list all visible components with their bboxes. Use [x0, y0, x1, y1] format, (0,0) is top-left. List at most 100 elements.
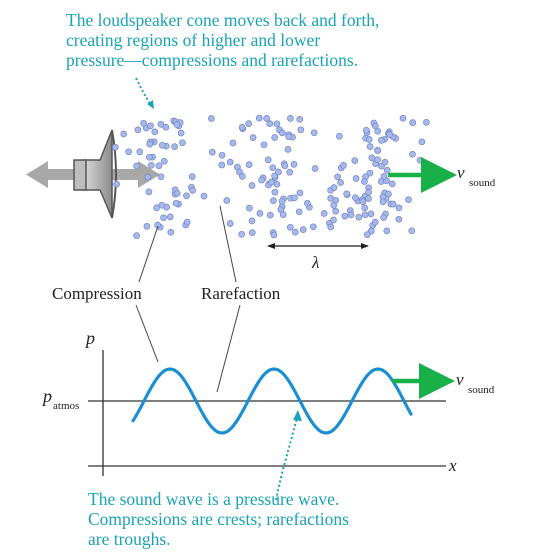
air-molecule [365, 195, 372, 202]
air-molecule [167, 228, 175, 236]
air-molecule [226, 158, 234, 166]
velocity-subscript-graph: sound [468, 384, 495, 396]
air-molecule [366, 169, 374, 177]
air-molecule [143, 223, 151, 230]
air-molecule [173, 189, 181, 197]
air-molecule [147, 122, 154, 130]
air-molecule [278, 197, 286, 205]
air-molecules [111, 114, 430, 239]
air-molecule [286, 168, 294, 176]
air-molecule [271, 188, 279, 196]
air-molecule [273, 120, 281, 128]
air-molecule [334, 173, 341, 181]
atmospheric-pressure-symbol: p [41, 386, 52, 406]
air-molecule [260, 141, 268, 149]
air-molecule [361, 178, 368, 185]
air-molecule [352, 175, 360, 182]
air-molecule [113, 180, 120, 188]
air-molecule [379, 198, 387, 206]
air-molecule [366, 143, 374, 150]
air-molecule [365, 136, 373, 143]
air-molecule [285, 133, 293, 141]
air-molecule [160, 157, 168, 165]
air-molecule [297, 126, 305, 134]
air-molecule [367, 210, 375, 218]
air-molecule [158, 201, 166, 209]
wavelength-symbol: λ [311, 253, 319, 272]
air-molecule [399, 114, 407, 122]
air-molecule [371, 218, 379, 226]
air-molecule [255, 114, 263, 122]
pressure-axis-label: p [84, 328, 95, 348]
air-molecule [279, 211, 287, 218]
air-molecule [368, 154, 376, 162]
air-molecule [172, 199, 180, 207]
air-molecule [383, 166, 391, 174]
air-molecule [330, 202, 338, 209]
top-caption-pointer-head [147, 100, 154, 109]
air-molecule [291, 194, 298, 202]
air-molecule [162, 123, 170, 131]
air-molecule [248, 182, 256, 189]
bottom-caption-line-3: are troughs. [88, 529, 171, 549]
velocity-subscript-top: sound [469, 177, 496, 189]
air-molecule [295, 208, 303, 216]
air-molecule [183, 218, 191, 226]
air-molecule [365, 188, 372, 196]
air-molecule [378, 137, 385, 144]
air-molecule [374, 156, 381, 164]
air-molecule [389, 200, 397, 208]
bottom-caption-pointer [275, 417, 298, 501]
air-molecule [270, 197, 277, 204]
bottom-caption-pointer-head [293, 410, 302, 421]
compression-label: Compression [52, 284, 142, 303]
air-molecule [246, 204, 253, 212]
air-molecule [266, 120, 274, 127]
air-molecule [226, 220, 234, 227]
air-molecule [405, 196, 412, 203]
air-molecule [278, 129, 286, 137]
air-molecule [223, 197, 231, 204]
rarefaction-label: Rarefaction [201, 284, 281, 303]
air-molecule [408, 227, 416, 235]
velocity-symbol-graph: v [456, 370, 464, 389]
air-molecule [290, 161, 298, 168]
air-molecule [359, 198, 367, 205]
top-caption-line-3: pressure—compressions and rarefactions. [66, 50, 359, 70]
air-molecule [158, 141, 166, 149]
air-molecule [266, 211, 274, 219]
air-molecule [395, 215, 403, 223]
air-molecule [336, 132, 343, 140]
air-molecule [218, 161, 226, 169]
air-molecule [208, 148, 216, 156]
air-molecule [372, 122, 379, 130]
air-molecule [269, 164, 277, 172]
air-molecule [248, 229, 256, 236]
air-molecule [256, 210, 264, 217]
air-molecule [183, 192, 190, 200]
pressure-wave-curve [131, 367, 413, 435]
air-molecule [229, 139, 237, 147]
air-molecule [160, 214, 167, 222]
air-molecule [309, 223, 317, 231]
air-molecule [145, 188, 153, 196]
air-molecule [153, 204, 160, 212]
air-molecule [351, 157, 359, 164]
air-molecule [248, 217, 256, 225]
air-molecule [111, 143, 119, 151]
air-molecule [157, 120, 165, 128]
air-molecule [238, 124, 246, 131]
air-molecule [271, 134, 279, 141]
top-caption-line-1: The loudspeaker cone moves back and fort… [66, 10, 380, 30]
loudspeaker-icon [73, 129, 117, 219]
air-molecule [177, 129, 185, 137]
air-molecule [140, 119, 147, 127]
air-molecule [245, 120, 253, 127]
air-molecule [330, 184, 338, 191]
air-molecule [380, 173, 388, 180]
air-molecule [361, 204, 369, 212]
air-molecule [291, 228, 299, 236]
top-caption-pointer [135, 77, 153, 107]
air-molecule [409, 150, 416, 158]
air-molecule [208, 115, 215, 122]
